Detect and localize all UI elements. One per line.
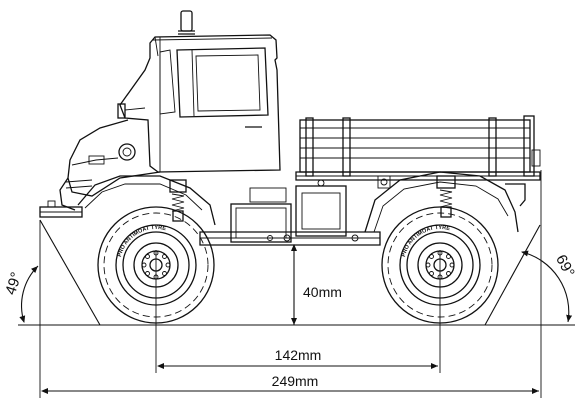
departure-angle-marker xyxy=(484,224,573,326)
approach-angle-marker xyxy=(19,219,101,326)
front-tire-text: PRO ANTIMOAT TYRE xyxy=(117,225,167,258)
rear-fender xyxy=(364,171,519,233)
wheelbase-dimension xyxy=(155,250,441,373)
front-bumper xyxy=(39,200,83,218)
rear-tire-text: PRO ANTIMOAT TYRE xyxy=(401,225,451,258)
overall-length-dimension xyxy=(39,170,542,398)
truck-illustration xyxy=(39,10,541,246)
wheelbase-label: 142mm xyxy=(275,347,322,363)
front-shock xyxy=(169,179,187,222)
beacon-light-icon xyxy=(178,10,195,35)
chassis-frame xyxy=(199,179,381,246)
cargo-bed xyxy=(295,115,541,181)
truck-cab xyxy=(117,34,281,173)
truck-hood xyxy=(59,119,161,211)
approach-angle-label: 49° xyxy=(2,270,25,297)
overall-length-label: 249mm xyxy=(272,373,319,389)
ground-clearance-label: 40mm xyxy=(303,284,342,300)
front-fender xyxy=(77,175,216,226)
departure-angle-label: 69° xyxy=(552,252,578,280)
